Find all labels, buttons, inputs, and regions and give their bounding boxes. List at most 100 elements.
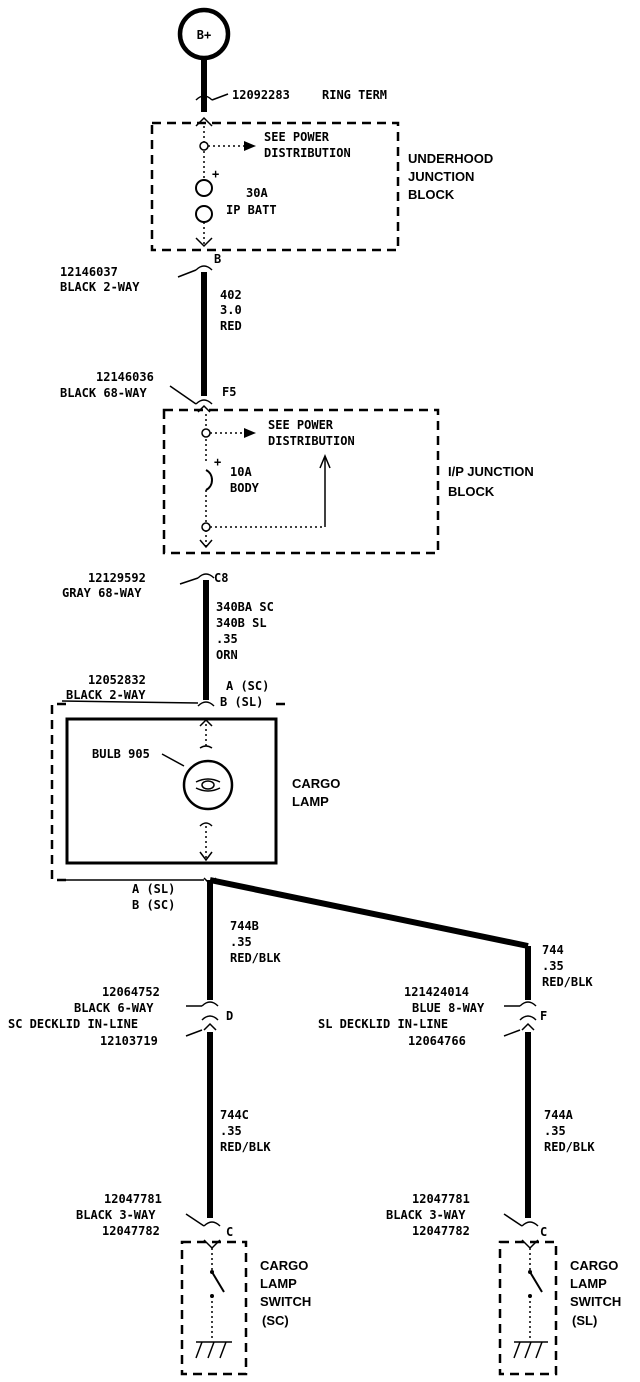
lamp-conn-pin-sc: A (SC) (226, 679, 269, 693)
fuse-30a-amp: 30A (246, 186, 268, 200)
connector-lamp-in (197, 701, 215, 707)
uh-block-label-2: JUNCTION (408, 169, 474, 184)
wire-744-circuit: 744 (542, 943, 564, 957)
lamp-conn-pin-sl: B (SL) (220, 695, 263, 709)
wire-340-line2: 340B SL (216, 616, 267, 630)
conn-c8-part: 12129592 (88, 571, 146, 585)
conn-b-pin: B (214, 252, 221, 266)
switch-sc-label-3: SWITCH (260, 1294, 311, 1309)
ip-plus: + (214, 455, 221, 469)
inline-sl-part-1: 121424014 (404, 985, 469, 999)
switch-sc-label-2: LAMP (260, 1276, 297, 1291)
battery-source: B+ (177, 7, 231, 61)
lamp-out-pin-sl: A (SL) (132, 882, 175, 896)
cargo-lamp-switch-sc: CARGO LAMP SWITCH (SC) (180, 1239, 311, 1376)
cargo-lamp-label-2: LAMP (292, 794, 329, 809)
fuse-10a-name: BODY (230, 481, 260, 495)
uh-block-label-1: UNDERHOOD (408, 151, 493, 166)
conn-f5-desc: BLACK 68-WAY (60, 386, 147, 400)
cargo-lamp: BULB 905 CARGO LAMP (50, 702, 340, 882)
cargo-lamp-label-1: CARGO (292, 776, 340, 791)
conn-b-desc: BLACK 2-WAY (60, 280, 140, 294)
ring-term-desc: RING TERM (322, 88, 387, 102)
wire-402-circuit: 402 (220, 288, 242, 302)
switch-sl-label-1: CARGO (570, 1258, 618, 1273)
conn-f5-part: 12146036 (96, 370, 154, 384)
fuse-10a-amp: 10A (230, 465, 252, 479)
inline-sl-part-2: 12064766 (408, 1034, 466, 1048)
wire-402-color: RED (220, 319, 242, 333)
uh-plus: + (212, 167, 219, 181)
conn-c8-desc: GRAY 68-WAY (62, 586, 142, 600)
bulb-icon (182, 759, 234, 811)
ring-term-connector (195, 95, 213, 101)
sw-conn-sl-pin: C (540, 1225, 547, 1239)
connector-b (195, 265, 213, 271)
switch-sl-label-3: SWITCH (570, 1294, 621, 1309)
sw-conn-sc-pin: C (226, 1225, 233, 1239)
switch-sl-icon (529, 1271, 543, 1293)
switch-connector-sc (203, 1221, 221, 1227)
connector-f5 (195, 399, 213, 405)
ip-see-power-1: SEE POWER (268, 418, 334, 432)
connector-c8 (197, 573, 215, 579)
wire-340-gauge: .35 (216, 632, 238, 646)
battery-label: B+ (197, 28, 211, 42)
fuse-30a-name: IP BATT (226, 203, 277, 217)
conn-c8-pin: C8 (214, 571, 228, 585)
wire-744-color: RED/BLK (542, 975, 593, 989)
conn-f5-pin: F5 (222, 385, 236, 399)
wire-744a-color: RED/BLK (544, 1140, 595, 1154)
wire-340-color: ORN (216, 648, 238, 662)
uh-see-power-2: DISTRIBUTION (264, 146, 351, 160)
sw-conn-sl-desc: BLACK 3-WAY (386, 1208, 466, 1222)
sw-conn-sc-part-1: 12047781 (104, 1192, 162, 1206)
wire-744-gauge: .35 (542, 959, 564, 973)
wire-744c-color: RED/BLK (220, 1140, 271, 1154)
inline-sl-desc-2: SL DECKLID IN-LINE (318, 1017, 448, 1031)
lamp-out-pin-sc: B (SC) (132, 898, 175, 912)
ip-block-label-1: I/P JUNCTION (448, 464, 534, 479)
inline-connector-sc: D 12064752 BLACK 6-WAY SC DECKLID IN-LIN… (8, 985, 233, 1048)
wire-744a-circuit: 744A (544, 1108, 574, 1122)
lamp-conn-desc: BLACK 2-WAY (66, 688, 146, 702)
wire-744b-circuit: 744B (230, 919, 259, 933)
wire-744-diag (209, 877, 529, 949)
ip-junction-block: SEE POWER DISTRIBUTION + 10A BODY I/P JU… (162, 408, 534, 555)
bulb-label: BULB 905 (92, 747, 150, 761)
ip-block-label-2: BLOCK (448, 484, 495, 499)
inline-sc-desc-2: SC DECKLID IN-LINE (8, 1017, 138, 1031)
inline-sc-part-1: 12064752 (102, 985, 160, 999)
inline-sl-desc-1: BLUE 8-WAY (412, 1001, 485, 1015)
wire-744b-color: RED/BLK (230, 951, 281, 965)
lamp-conn-part: 12052832 (88, 673, 146, 687)
switch-sc-label-1: CARGO (260, 1258, 308, 1273)
switch-sl-label-4: (SL) (572, 1313, 597, 1328)
fuse-30a-icon (195, 179, 213, 197)
inline-sc-desc-1: BLACK 6-WAY (74, 1001, 154, 1015)
sw-conn-sc-part-2: 12047782 (102, 1224, 160, 1238)
inline-connector-sl: F 121424014 BLUE 8-WAY SL DECKLID IN-LIN… (318, 985, 547, 1048)
uh-block-label-3: BLOCK (408, 187, 455, 202)
inline-sl-pin: F (540, 1009, 547, 1023)
ip-see-power-2: DISTRIBUTION (268, 434, 355, 448)
switch-sc-label-4: (SC) (262, 1313, 289, 1328)
wire-402-gauge: 3.0 (220, 303, 242, 317)
wire-744c-gauge: .35 (220, 1124, 242, 1138)
underhood-junction-block: SEE POWER DISTRIBUTION + 30A IP BATT UND… (150, 116, 493, 252)
wire-744c-circuit: 744C (220, 1108, 249, 1122)
ring-term-part: 12092283 (232, 88, 290, 102)
sw-conn-sl-part-2: 12047782 (412, 1224, 470, 1238)
switch-sl-label-2: LAMP (570, 1276, 607, 1291)
wire-340-line1: 340BA SC (216, 600, 274, 614)
cargo-lamp-switch-sl: CARGO LAMP SWITCH (SL) (498, 1239, 621, 1376)
conn-b-part: 12146037 (60, 265, 118, 279)
uh-see-power-1: SEE POWER (264, 130, 330, 144)
switch-connector-sl (521, 1221, 539, 1227)
sw-conn-sl-part-1: 12047781 (412, 1192, 470, 1206)
inline-sc-pin: D (226, 1009, 233, 1023)
wire-744b-gauge: .35 (230, 935, 252, 949)
switch-sc-icon (211, 1271, 225, 1293)
wire-744a-gauge: .35 (544, 1124, 566, 1138)
